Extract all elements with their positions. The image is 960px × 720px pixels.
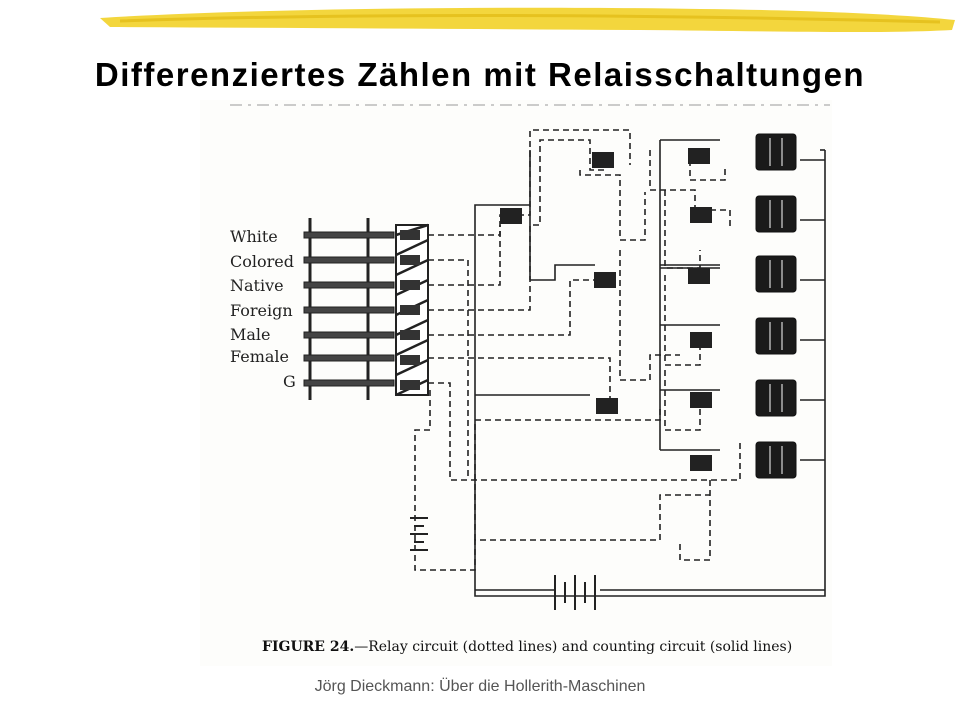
- row-label: White: [230, 227, 278, 246]
- row-label: Colored: [230, 252, 294, 271]
- row-label: Female: [230, 347, 289, 366]
- relay-circuit-dotted: [414, 129, 741, 571]
- figure-caption-label: FIGURE 24.: [262, 639, 354, 655]
- counting-circuit-solid: [474, 139, 826, 597]
- relay-magnets: [500, 148, 712, 471]
- figure-panel: White Colored Native Foreign Male Female…: [200, 100, 832, 666]
- relay-circuit-diagram: White Colored Native Foreign Male Female…: [230, 104, 830, 655]
- highlight-stroke: [100, 7, 955, 33]
- row-label: Male: [230, 325, 271, 344]
- row-label: Foreign: [230, 301, 293, 320]
- footer-credit: Jörg Dieckmann: Über die Hollerith-Masch…: [314, 678, 646, 695]
- row-label: G: [283, 372, 296, 391]
- figure-caption: FIGURE 24.—Relay circuit (dotted lines) …: [262, 639, 792, 655]
- left-battery: [410, 517, 428, 551]
- mercury-cup-block: [395, 223, 429, 397]
- counter-dials: [755, 133, 797, 479]
- slide-title: Differenziertes Zählen mit Relaisschaltu…: [94, 56, 866, 93]
- pin-ladder: [303, 218, 395, 400]
- main-battery: [554, 575, 596, 610]
- figure-caption-text: —Relay circuit (dotted lines) and counti…: [354, 639, 792, 655]
- row-label: Native: [230, 276, 284, 295]
